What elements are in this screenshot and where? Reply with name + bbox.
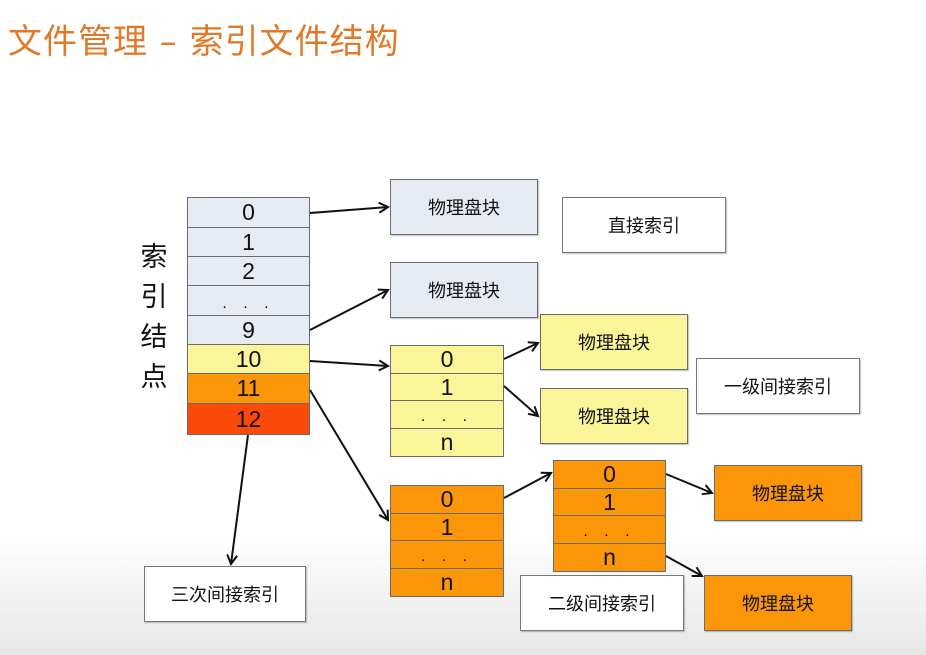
- index-cell-10: 10: [188, 345, 309, 374]
- arrow-double-l1-to-l2: [503, 473, 551, 499]
- index-cell-2: 2: [188, 257, 309, 286]
- index-cell-ellipsis: . . .: [188, 286, 309, 316]
- index-node-label: 索 引 结 点: [136, 238, 172, 398]
- index-cell-9: 9: [188, 316, 309, 345]
- double-l1-cell-ellipsis: . . .: [391, 541, 503, 569]
- double-l1-cell-1: 1: [391, 514, 503, 541]
- single-indirect-label: 一级间接索引: [696, 358, 860, 414]
- double-l2-cell-n: n: [603, 544, 616, 570]
- single-cell-0: 0: [391, 346, 503, 374]
- double-physical-block-bottom: 物理盘块: [704, 575, 852, 631]
- arrow-cell12-to-triple: [231, 434, 249, 564]
- index-cell-11: 11: [188, 374, 309, 404]
- arrow-single0-to-block: [503, 343, 538, 360]
- double-indirect-label: 二级间接索引: [520, 575, 684, 631]
- double-indirect-level2-table: 0 1 . . . n: [553, 460, 666, 572]
- double-l1-cell-0: 0: [391, 486, 503, 514]
- arrow-cell11-to-double: [309, 389, 388, 520]
- single-cell-ellipsis: . . .: [391, 401, 503, 429]
- single-cell-n: n: [440, 429, 454, 455]
- label-char: 引: [140, 282, 168, 313]
- arrow-double-l2-0-to-block: [665, 473, 712, 493]
- arrow-single1-to-block: [503, 385, 538, 416]
- single-physical-block-top: 物理盘块: [540, 314, 688, 370]
- single-cell-1: 1: [391, 374, 503, 401]
- direct-physical-block-bottom: 物理盘块: [390, 262, 538, 318]
- arrow-double-l2-n-to-block: [665, 555, 702, 576]
- triple-indirect-label: 三次间接索引: [144, 566, 306, 622]
- direct-physical-block-top: 物理盘块: [390, 179, 538, 235]
- label-char: 点: [140, 362, 168, 393]
- index-cell-1: 1: [188, 228, 309, 257]
- arrow-cell10-to-single: [309, 361, 388, 366]
- index-node-table: 0 1 2 . . . 9 10 11 12: [187, 197, 310, 435]
- double-l1-cell-n: n: [440, 569, 454, 595]
- arrow-cell0-to-block: [309, 207, 388, 214]
- double-l2-cell-0: 0: [554, 461, 665, 489]
- double-l2-cell-1: 1: [554, 489, 665, 516]
- arrow-cell9-to-block: [309, 290, 388, 331]
- single-physical-block-bottom: 物理盘块: [540, 388, 688, 444]
- label-char: 结: [140, 322, 168, 353]
- slide-title: 文件管理 – 索引文件结构: [8, 22, 400, 62]
- double-indirect-level1-table: 0 1 . . . n: [390, 485, 504, 597]
- label-char: 索: [140, 242, 168, 273]
- direct-index-label: 直接索引: [562, 197, 726, 253]
- single-indirect-table: 0 1 . . . n: [390, 345, 504, 457]
- index-cell-12: 12: [188, 404, 309, 434]
- index-cell-0: 0: [188, 198, 309, 228]
- double-l2-cell-ellipsis: . . .: [554, 516, 665, 544]
- double-physical-block-top: 物理盘块: [714, 465, 862, 521]
